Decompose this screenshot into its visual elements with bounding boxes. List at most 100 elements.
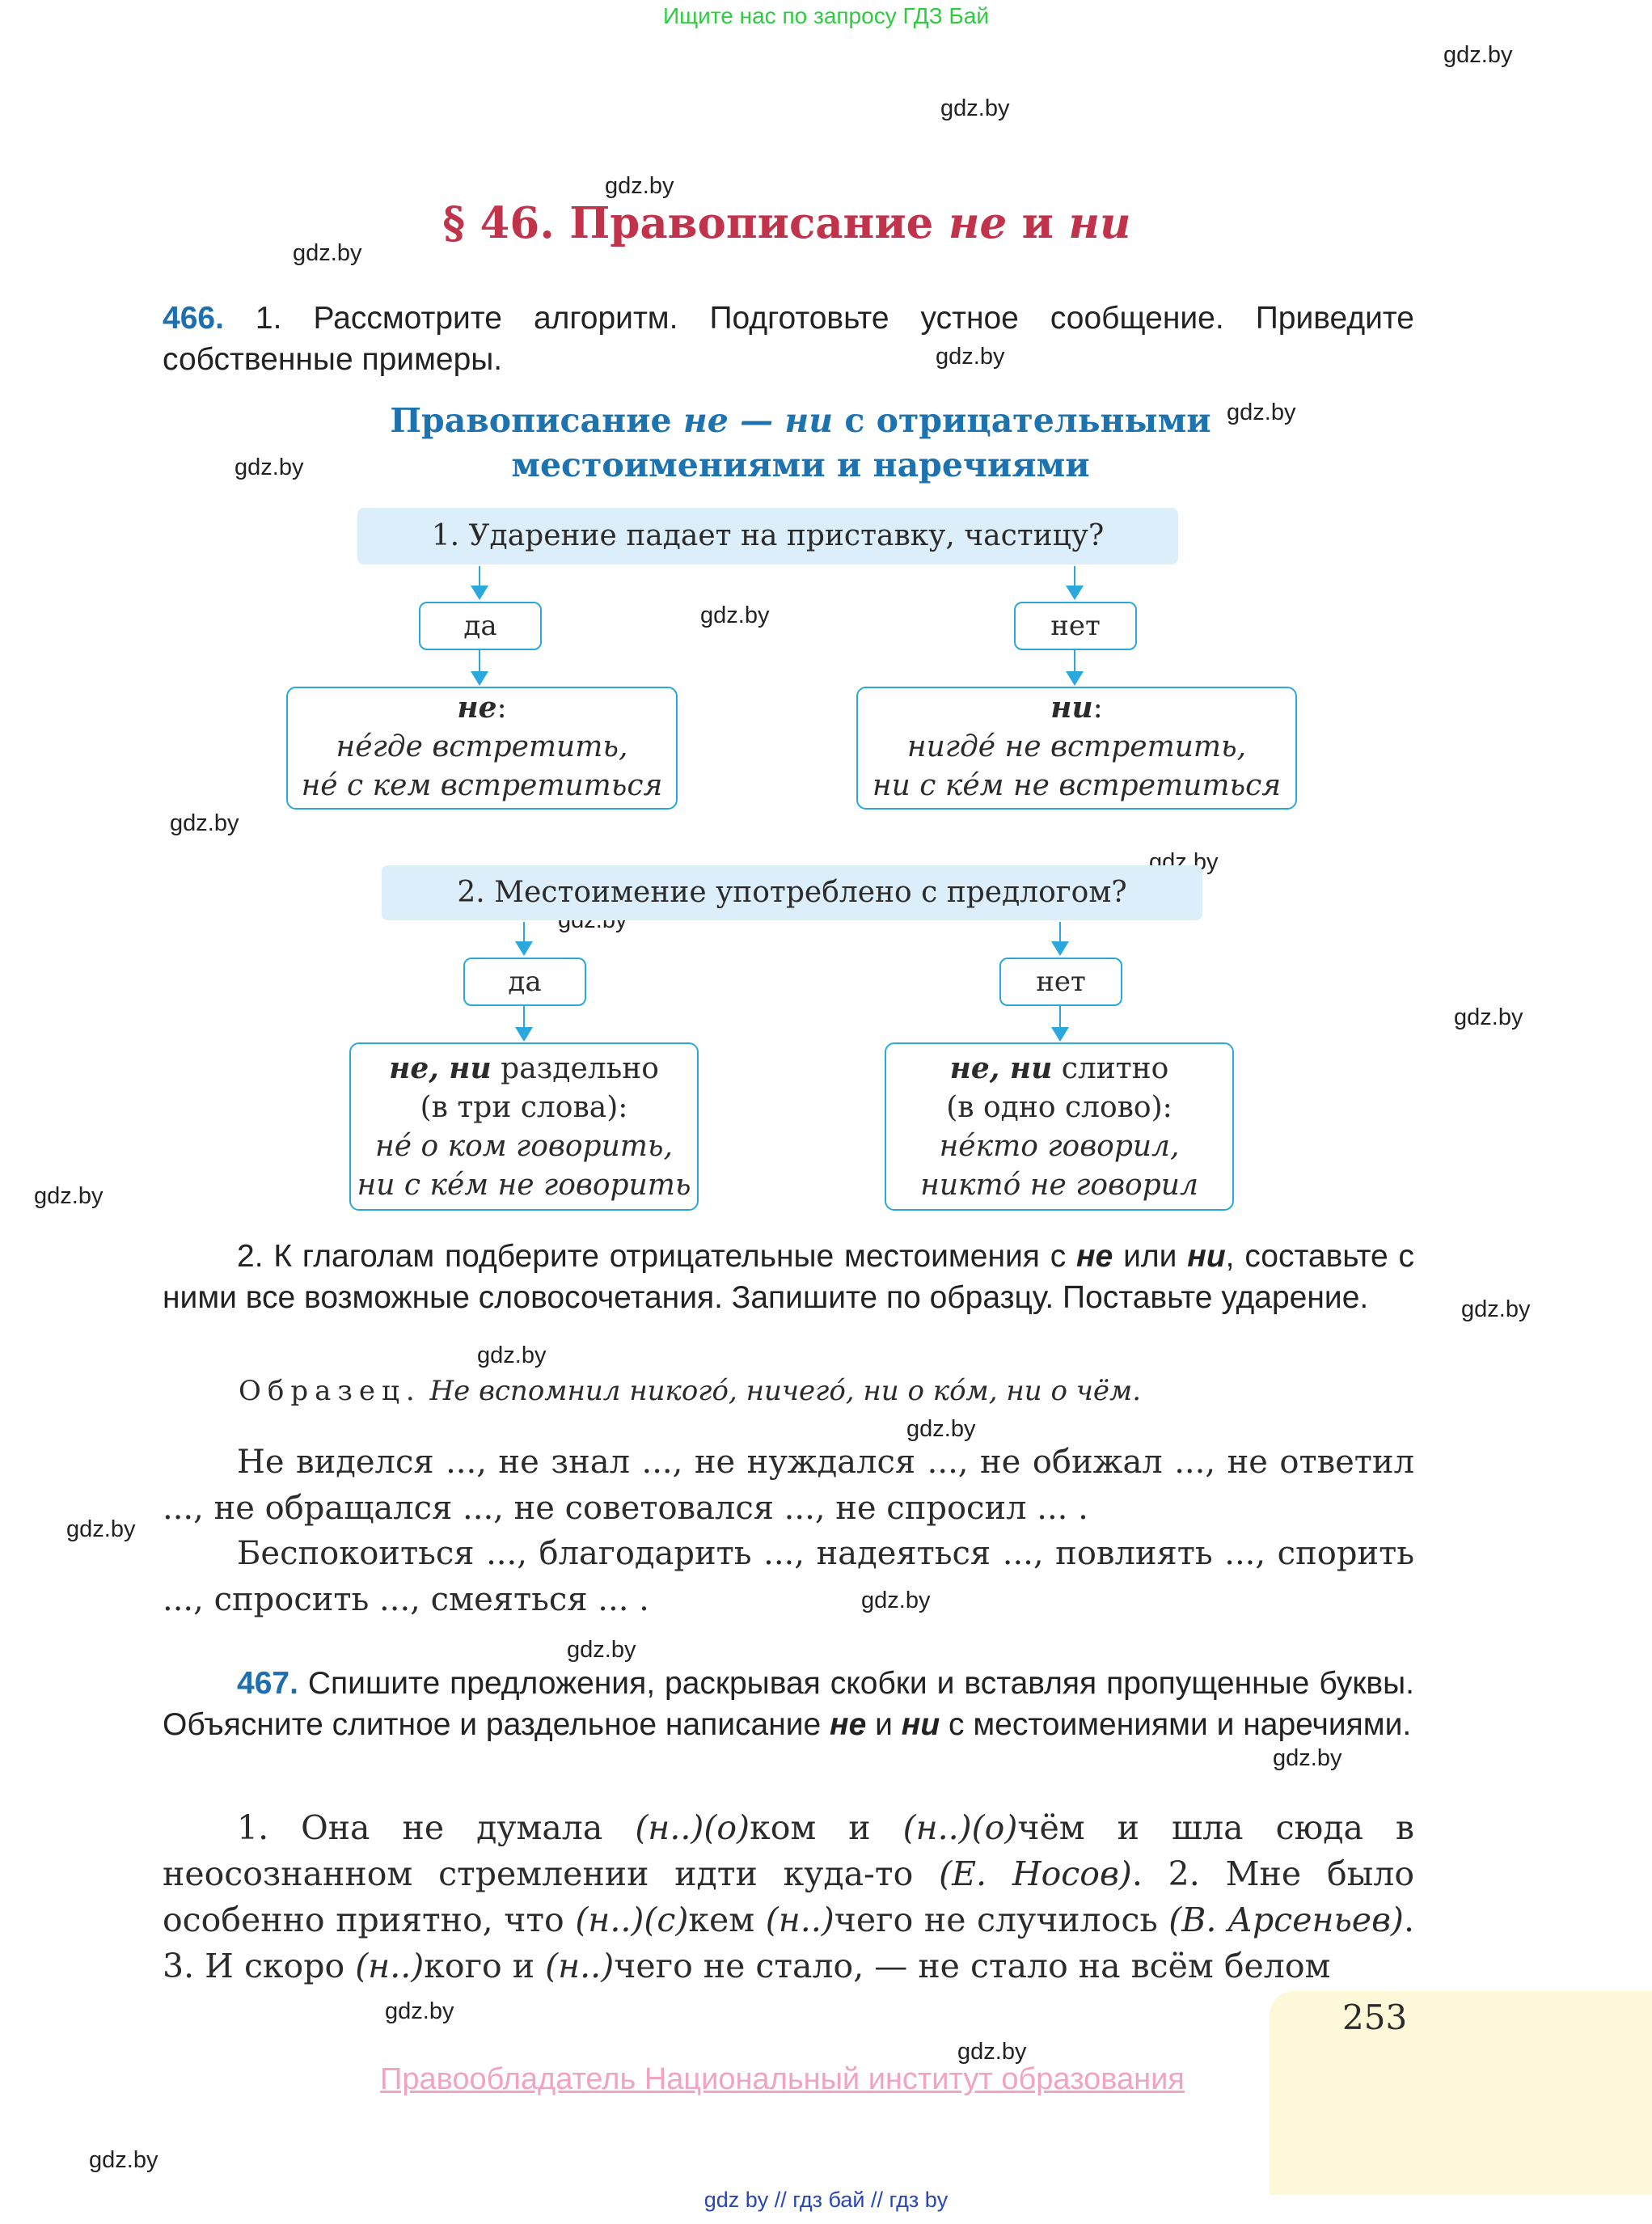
section-title: § 46. Правописание не и ни (0, 198, 1574, 248)
text-fragment: чём и шла сюда в неосознанном стремлении… (163, 1808, 1415, 1893)
exercise-467-task: 467. Спишите предложения, раскрывая скоб… (163, 1663, 1414, 1745)
section-title-prefix: § 46. Правописание (442, 198, 949, 248)
rule-text: раздельно (491, 1052, 659, 1085)
section-title-word-ne: не (948, 198, 1008, 248)
watermark: gdz.by (170, 810, 239, 836)
rule-head: ни (1050, 691, 1093, 725)
section-title-and: и (1007, 198, 1069, 248)
exercise-466-task-2: 2. К глаголам подберите отрицательные ме… (163, 1236, 1414, 1318)
flow-arrow (471, 566, 488, 600)
text-fragment: ком и (750, 1808, 903, 1847)
exercise-466-text: 1. Рассмотрите алгоритм. Подготовьте уст… (163, 301, 1414, 377)
exercise-number: 467. (237, 1666, 298, 1701)
task-text: , составьте с ними все возможные словосо… (163, 1239, 1415, 1315)
gap-fragment: (н..)(о) (902, 1808, 1018, 1847)
watermark: gdz.by (861, 1588, 931, 1613)
task-text: 2. К глаголам подберите отрицательные ме… (237, 1239, 1077, 1274)
rule-example: не́где встретить, (336, 730, 628, 763)
section-title-word-ni: ни (1068, 198, 1131, 248)
algorithm-title-part: с отрицательными (833, 401, 1211, 440)
rule-example: ни с ке́м не встретиться (872, 769, 1282, 802)
watermark: gdz.by (605, 173, 674, 199)
task-text: и (866, 1707, 902, 1742)
task-emphasis: не (1076, 1239, 1113, 1274)
exercise-number: 466. (163, 301, 224, 336)
flow-arrow (1066, 566, 1084, 600)
watermark: gdz.by (567, 1637, 636, 1663)
flow-arrow (1051, 1006, 1069, 1042)
rule-example: нигде́ не встретить, (906, 730, 1247, 763)
gap-fragment: (н..) (545, 1947, 615, 1985)
text-fragment: чего не случилось (834, 1901, 1169, 1939)
answer-no-box: нет (999, 958, 1122, 1006)
sample-line: Образец. Не вспомнил никого́, ничего́, н… (239, 1375, 1141, 1407)
watermark: gdz.by (936, 344, 1005, 370)
flow-arrow (515, 922, 533, 956)
watermark: gdz.by (66, 1516, 136, 1542)
copyright-link[interactable]: Правообладатель Национальный институт об… (380, 2062, 1185, 2096)
rule-head: не, ни (949, 1051, 1053, 1085)
top-note: Ищите нас по запросу ГДЗ Бай (662, 3, 990, 28)
watermark: gdz.by (700, 603, 770, 628)
watermark: gdz.by (1273, 1745, 1342, 1771)
watermark: gdz.by (234, 455, 304, 480)
rule-head: не (457, 691, 497, 725)
gap-fragment: (н..) (765, 1901, 834, 1939)
footer-links[interactable]: gdz by // гдз бай // гдз by (703, 2188, 949, 2212)
rule-box-ni: ни: нигде́ не встретить, ни с ке́м не вс… (856, 687, 1297, 810)
task-text: Спишите предложения, раскрывая скобки и … (163, 1666, 1414, 1742)
answer-yes-box: да (419, 602, 542, 650)
text-fragment: 1. Она не думала (237, 1808, 636, 1847)
rule-example: никто́ не говорил (920, 1169, 1198, 1202)
gap-fragment: (н..)(о) (635, 1808, 750, 1847)
watermark: gdz.by (477, 1342, 547, 1368)
watermark: gdz.by (940, 95, 1010, 121)
rule-example: не́ о ком говорить, (375, 1130, 673, 1163)
exercise-466-task: 466. 1. Рассмотрите алгоритм. Подготовьт… (163, 298, 1414, 380)
rule-box-together: не, ни слитно (в одно слово): не́кто гов… (885, 1042, 1234, 1211)
watermark: gdz.by (89, 2147, 158, 2173)
task-emphasis: ни (1187, 1239, 1226, 1274)
text-fragment: кем (688, 1901, 766, 1939)
answer-no-box: нет (1014, 602, 1137, 650)
watermark: gdz.by (957, 2039, 1027, 2065)
question-2-box: 2. Местоимение употреблено с предлогом? (382, 865, 1202, 920)
text-fragment: . 3. И скоро (163, 1901, 1414, 1985)
text-fragment: чего не стало, — не стало на всём белом (614, 1947, 1331, 1985)
author-citation: (Е. Носов) (939, 1854, 1132, 1893)
text-fragment: кого и (424, 1947, 546, 1985)
watermark: gdz.by (1227, 400, 1296, 425)
watermark: gdz.by (1443, 42, 1513, 68)
rule-text: слитно (1052, 1052, 1169, 1085)
task-emphasis: ни (901, 1707, 940, 1742)
algorithm-title-part: не — ни (682, 401, 834, 440)
algorithm-title: Правописание не — ни с отрицательными ме… (323, 399, 1278, 488)
algorithm-title-line2: местоимениями и наречиями (511, 446, 1090, 484)
watermark: gdz.by (293, 240, 362, 266)
rule-example: ни с ке́м не говорить (357, 1169, 691, 1202)
question-1-box: 1. Ударение падает на приставку, частицу… (357, 508, 1178, 564)
exercise-467-text: 1. Она не думала (н..)(о)ком и (н..)(о)ч… (163, 1805, 1414, 1989)
flow-arrow (471, 650, 488, 686)
gap-fragment: (н..)(с) (575, 1901, 689, 1939)
rule-example: не́кто говорил, (939, 1130, 1180, 1163)
exercise-line-2: Беспокоиться ..., благодарить ..., надея… (163, 1535, 1414, 1618)
rule-text: (в одно слово): (946, 1091, 1172, 1124)
watermark: gdz.by (385, 1998, 454, 2024)
page-number: 253 (1342, 1998, 1408, 2037)
rule-box-ne: не: не́где встретить, не́ с кем встретит… (286, 687, 678, 810)
sample-label: Образец. (239, 1375, 421, 1407)
rule-head: не, ни (389, 1051, 492, 1085)
rule-example: не́ с кем встретиться (301, 769, 663, 802)
watermark: gdz.by (34, 1183, 104, 1209)
rule-text: (в три слова): (420, 1091, 628, 1124)
author-citation: (В. Арсеньев) (1168, 1901, 1404, 1939)
text-fragment: . 2. Мне было особенно приятно, что (163, 1854, 1415, 1939)
flow-arrow (515, 1006, 533, 1042)
flow-arrow (1051, 922, 1069, 956)
page-number-box (1270, 1991, 1652, 2195)
gap-fragment: (н..) (355, 1947, 425, 1985)
exercise-line-1: Не виделся ..., не знал ..., не нуждался… (163, 1444, 1414, 1527)
answer-yes-box: да (463, 958, 586, 1006)
task-emphasis: не (830, 1707, 867, 1742)
